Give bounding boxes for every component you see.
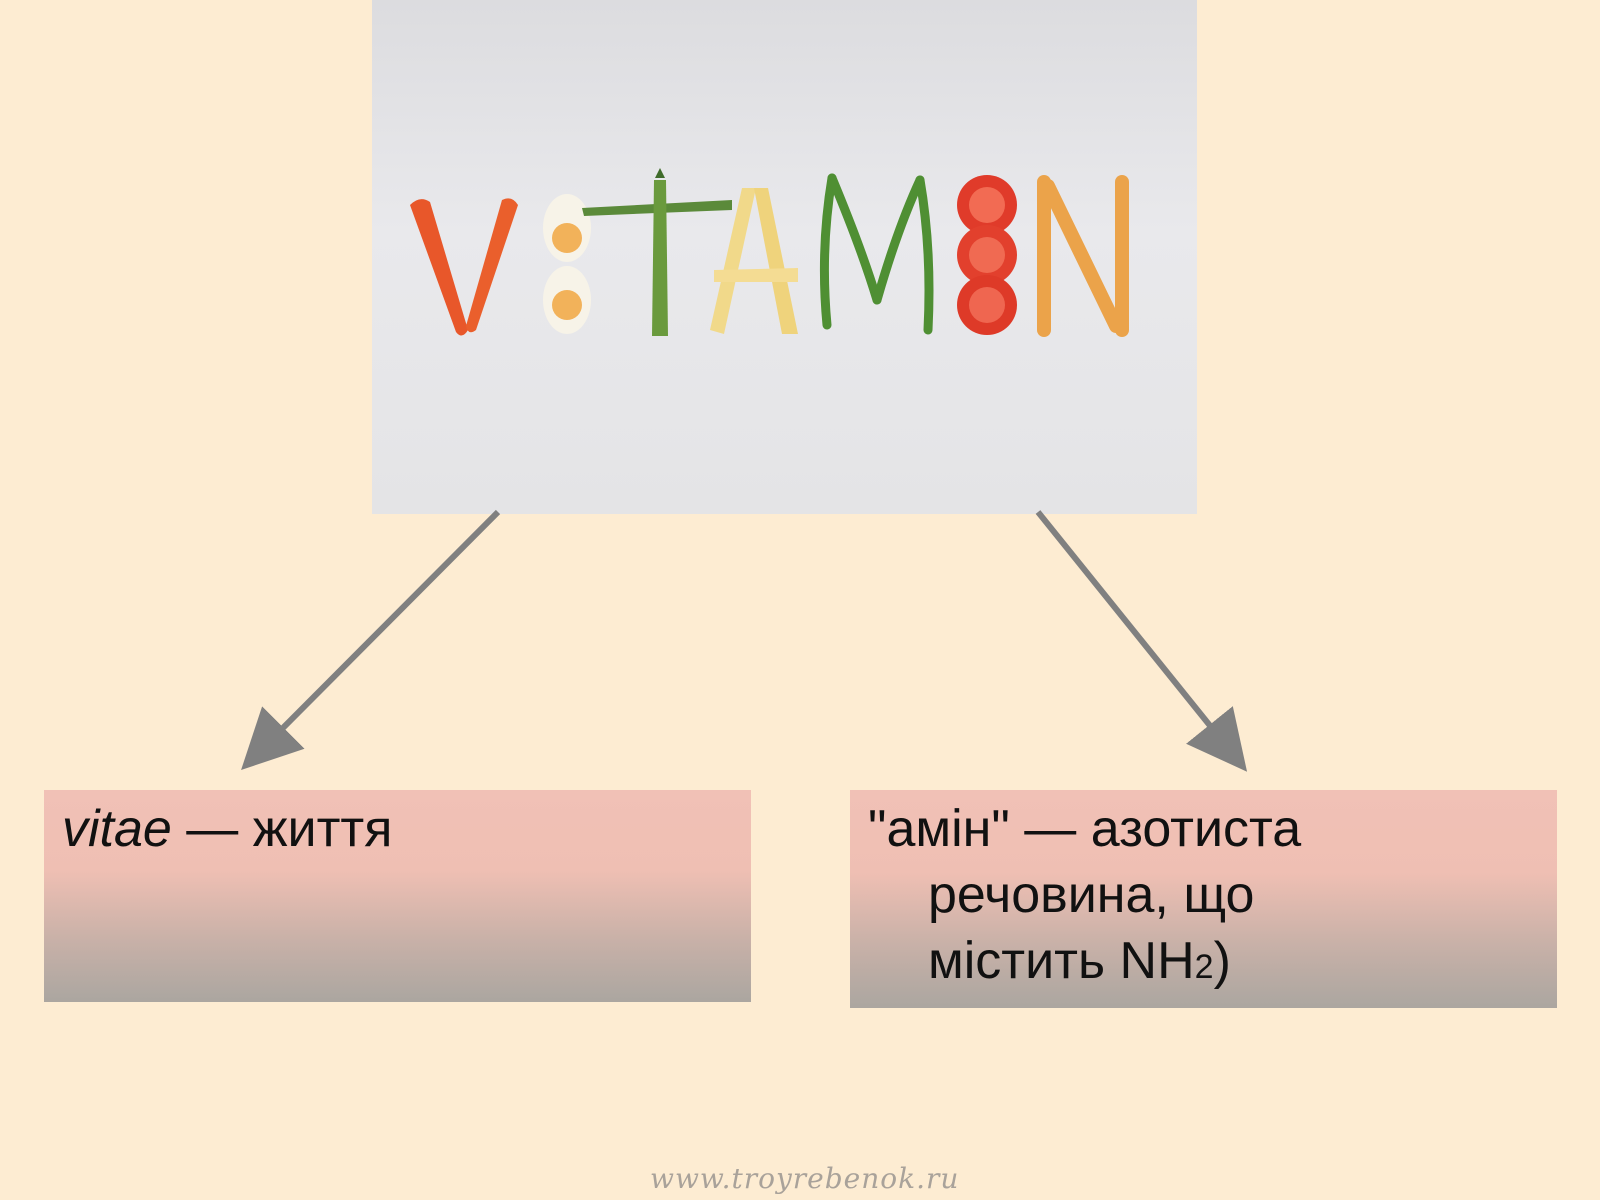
vitae-definition-box: vitae — життя	[44, 790, 751, 1002]
watermark: www.troyrebenok.ru	[650, 1162, 960, 1195]
vitamin-photo	[372, 0, 1197, 514]
translation: життя	[252, 800, 393, 858]
letter-v-carrots	[410, 198, 518, 336]
letter-i-eggs	[543, 194, 591, 334]
amin-line-2: речовина, що	[928, 866, 1255, 924]
letter-t-asparagus	[582, 168, 732, 336]
amin-line-1: "амін" — азотиста	[868, 800, 1302, 858]
letter-n-pasta	[1037, 175, 1129, 337]
left-arrow	[241, 509, 501, 771]
letter-m-beans	[819, 173, 934, 335]
dash: —	[186, 800, 239, 858]
right-arrow	[1035, 510, 1248, 772]
latin-word: vitae	[62, 800, 172, 858]
amin-definition-box: "амін" — азотиста речовина, що містить N…	[850, 790, 1557, 1008]
letter-i-tomatoes	[957, 175, 1017, 335]
amin-line-3-suffix: )	[1213, 932, 1231, 990]
amin-line-3-prefix: містить NH	[928, 932, 1195, 990]
nh2-subscript: 2	[1194, 948, 1214, 986]
letter-a-corn	[710, 188, 798, 334]
vitamin-vegetable-letters	[410, 168, 1129, 337]
vitae-definition-text: vitae — життя	[62, 796, 733, 862]
amin-line-3: містить NH2)	[868, 928, 1539, 1000]
